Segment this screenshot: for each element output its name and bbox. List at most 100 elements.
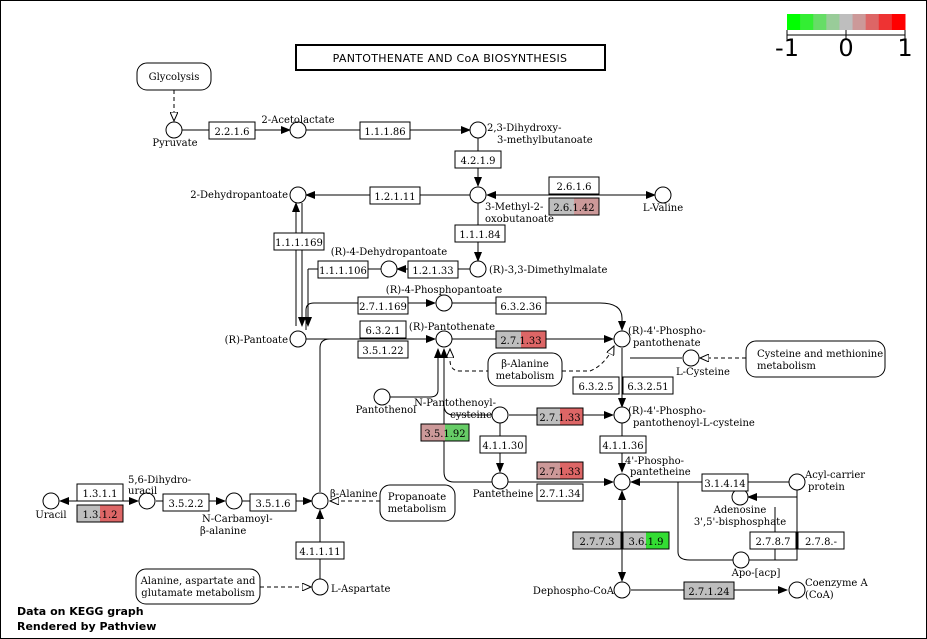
map-glycolysis[interactable]	[136, 62, 212, 91]
map-ala-asp-label-2: glutamate metabolism	[141, 588, 255, 599]
enzyme-41111[interactable]: 4.1.1.11	[295, 541, 345, 560]
compound-r4-dehydropantoate[interactable]	[380, 260, 398, 278]
enzyme-3522[interactable]: 3.5.2.2	[162, 493, 210, 512]
compound-beta-alanine[interactable]	[311, 492, 329, 510]
compound-r4-phosphopantoate[interactable]	[435, 294, 453, 312]
enzyme-fill	[480, 436, 526, 453]
enzyme-4219[interactable]: 4.2.1.9	[454, 150, 502, 169]
enzyme-35122[interactable]: 3.5.1.22	[357, 340, 409, 359]
enzyme-27133c[interactable]: 2.7.1.33	[536, 461, 584, 480]
enzyme-border	[454, 150, 502, 169]
compound-3-methyl-2-oxobutanoate[interactable]	[469, 186, 487, 204]
enzyme-27124[interactable]: 2.7.1.24	[683, 581, 735, 600]
enzyme-12111[interactable]: 1.2.1.11	[369, 186, 421, 205]
enzyme-41130[interactable]: 4.1.1.30	[479, 435, 527, 454]
enzyme-label: 3.6.1.9	[629, 537, 664, 548]
compound-pantothenol[interactable]	[373, 388, 391, 406]
compound-4-phosphopantetheine[interactable]	[613, 473, 631, 491]
compound-dimethylmalate[interactable]	[469, 260, 487, 278]
enzyme-2216[interactable]: 2.2.1.6	[208, 121, 256, 140]
compound-dihydroxy-methylbutanoate[interactable]	[469, 121, 487, 139]
enzyme-color-segment	[574, 198, 599, 215]
enzyme-border	[359, 121, 411, 140]
compound-phosphopantothenoyl-cysteine[interactable]	[613, 406, 631, 424]
enzyme-27133b[interactable]: 2.7.1.33	[536, 407, 584, 426]
enzyme-label: 1.1.1.84	[459, 230, 500, 241]
enzyme-12133[interactable]: 1.2.1.33	[407, 260, 459, 279]
enzyme-31414[interactable]: 3.1.4.14	[701, 473, 749, 492]
compound-pantetheine[interactable]	[491, 472, 509, 490]
color-scale-swatch	[839, 14, 854, 30]
compound-dephospho-coa[interactable]	[613, 581, 631, 599]
compound-n-carbamoyl-beta-alanine[interactable]	[225, 492, 243, 510]
scale-label-max: 1	[897, 34, 912, 62]
enzyme-1311[interactable]: 1.3.1.1	[76, 483, 124, 502]
enzyme-2616[interactable]: 2.6.1.6	[548, 176, 600, 195]
compound-nodes[interactable]	[42, 121, 806, 599]
compound-n-pantothenoyl-cysteine[interactable]	[491, 406, 509, 424]
compound-coenzyme-a[interactable]	[788, 581, 806, 599]
compound-pyruvate[interactable]	[165, 121, 183, 139]
compound-r4-phosphopantothenate[interactable]	[613, 330, 631, 348]
enzyme-6325[interactable]: 6.3.2.5	[572, 376, 620, 395]
enzyme-41136[interactable]: 4.1.1.36	[599, 435, 647, 454]
enzyme-1312[interactable]: 1.3.1.2	[76, 504, 124, 523]
label-pyruvate: Pyruvate	[152, 138, 197, 149]
enzyme-3516[interactable]: 3.5.1.6	[249, 493, 297, 512]
map-propanoate[interactable]	[379, 484, 456, 522]
enzyme-63251[interactable]: 6.3.2.51	[622, 376, 674, 395]
color-scale-swatch	[813, 14, 827, 30]
enzyme-border	[359, 320, 407, 339]
enzyme-26142[interactable]: 2.6.1.42	[548, 197, 600, 216]
enzyme-label: 2.7.7.3	[580, 537, 615, 548]
enzyme-border	[295, 541, 345, 560]
enzyme-27873[interactable]: 2.7.7.3	[572, 531, 622, 550]
map-propanoate-label-1: Propanoate	[388, 492, 446, 503]
enzyme-35192[interactable]: 3.5.1.92	[420, 423, 470, 442]
enzyme-2787[interactable]: 2.7.8.7	[749, 531, 797, 550]
enzyme-color-segment	[549, 198, 574, 215]
enzyme-border	[407, 260, 459, 279]
compound-apo-acp[interactable]	[732, 551, 750, 569]
compound-uracil[interactable]	[42, 492, 60, 510]
enzyme-fill	[360, 321, 406, 338]
enzyme-27133a[interactable]: 2.7.1.33	[495, 330, 547, 349]
compound-r-pantothenate[interactable]	[435, 330, 453, 348]
compound-l-valine[interactable]	[654, 186, 672, 204]
compound-dihydrouracil[interactable]	[138, 492, 156, 510]
map-ala-asp-glu[interactable]	[135, 568, 261, 605]
enzyme-6321[interactable]: 6.3.2.1	[359, 320, 407, 339]
compound-2-dehydropantoate[interactable]	[289, 186, 307, 204]
enzyme-label: 2.7.8.-	[805, 537, 837, 548]
enzyme-111169a[interactable]: 1.1.1.169	[273, 232, 325, 251]
compound-l-cysteine[interactable]	[682, 349, 700, 367]
enzyme-label: 1.1.1.169	[275, 238, 323, 249]
label-l-cysteine: L-Cysteine	[676, 367, 730, 378]
enzyme-63236[interactable]: 6.3.2.36	[495, 296, 547, 315]
compound-acyl-carrier-protein[interactable]	[788, 473, 806, 491]
label-n-pantothenoyl-1: N-Pantothenoyl-	[414, 398, 496, 409]
compound-l-aspartate[interactable]	[311, 578, 329, 596]
enzyme-fill	[318, 261, 368, 278]
enzyme-label: 4.2.1.9	[461, 156, 496, 167]
enzyme-278x[interactable]: 2.7.8.-	[797, 531, 845, 550]
enzyme-271169[interactable]: 2.7.1.169	[357, 296, 409, 315]
map-cysteine-methionine[interactable]	[745, 340, 886, 378]
map-links[interactable]: Glycolysis β-Alanine metabolism Cysteine…	[135, 62, 886, 605]
enzyme-11184[interactable]: 1.1.1.84	[454, 224, 506, 243]
label-dephospho-coa: Dephospho-CoA	[533, 586, 615, 597]
enzyme-fill	[408, 261, 458, 278]
compound-r-pantoate[interactable]	[289, 330, 307, 348]
enzyme-111106[interactable]: 1.1.1.106	[317, 260, 369, 279]
enzyme-3619[interactable]: 3.6.1.9	[622, 531, 670, 550]
enzyme-11186[interactable]: 1.1.1.86	[359, 121, 411, 140]
enzyme-fill	[455, 225, 505, 242]
label-ppc-2: pantothenoyl-L-cysteine	[633, 418, 755, 429]
enzyme-fill	[163, 494, 209, 511]
enzyme-label: 6.3.2.36	[500, 302, 541, 313]
map-beta-alanine-metabolism[interactable]	[487, 352, 563, 387]
compound-acetolactate[interactable]	[289, 121, 307, 139]
enzyme-color-segment	[623, 532, 646, 549]
enzyme-boxes[interactable]: 2.2.1.6 1.1.1.86 4.2.1.9 1.2.1.11 2.6.1.6 2.6…	[76, 121, 845, 600]
enzyme-27134[interactable]: 2.7.1.34	[536, 483, 584, 502]
